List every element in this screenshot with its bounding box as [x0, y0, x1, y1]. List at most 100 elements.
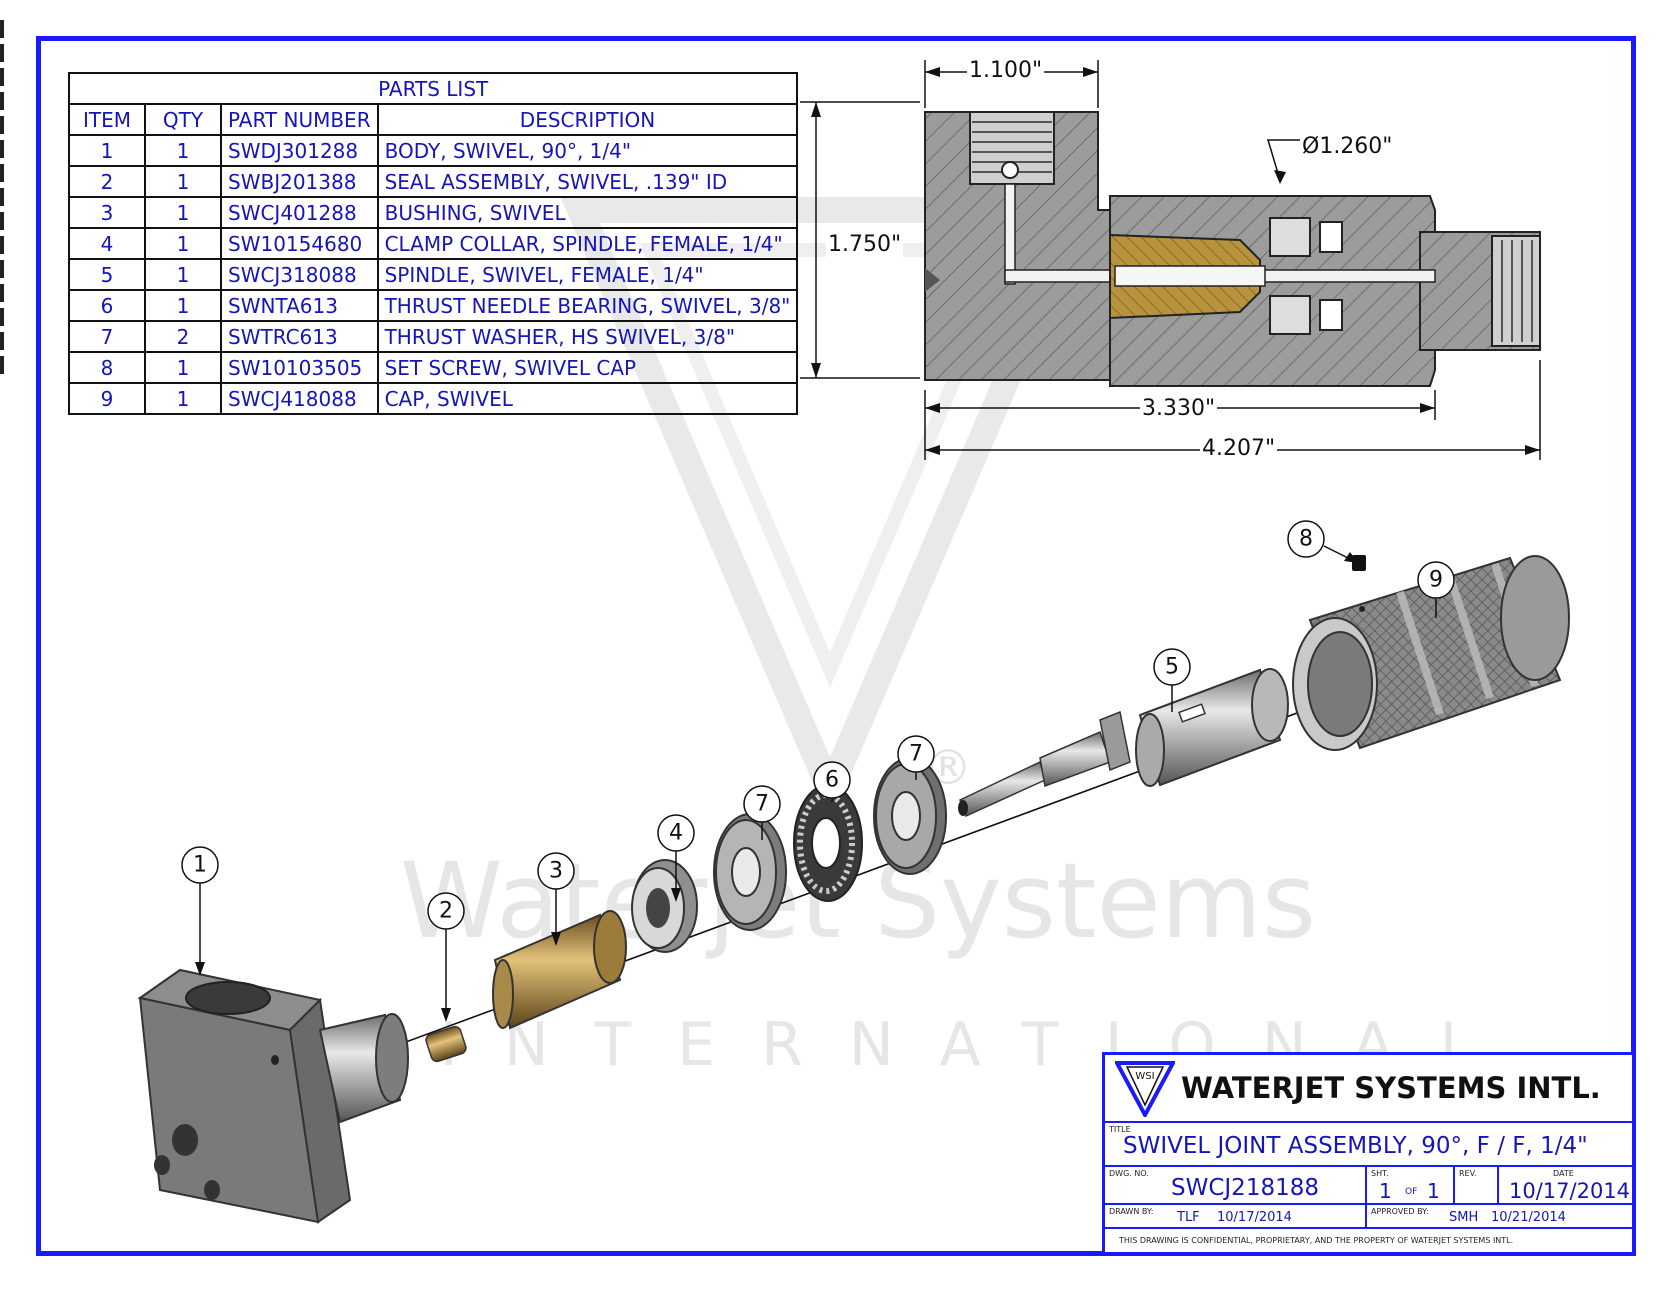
sheet-cell: SHT. 1 OF 1: [1367, 1167, 1455, 1205]
drawing-number: SWCJ218188: [1171, 1175, 1319, 1201]
description-cell: SEAL ASSEMBLY, SWIVEL, .139" ID: [376, 165, 799, 198]
part-number-cell: SW10103505: [220, 351, 379, 384]
drawing-border: [36, 36, 1636, 1256]
description-cell: THRUST NEEDLE BEARING, SWIVEL, 3/8": [376, 289, 799, 322]
item-cell: 5: [68, 258, 146, 291]
rev-cell: REV.: [1455, 1167, 1499, 1205]
part-needle-bearing: [793, 784, 863, 902]
dim-diameter: Ø1.260": [1300, 134, 1395, 159]
description-cell: BODY, SWIVEL, 90°, 1/4": [376, 134, 799, 167]
header-description: DESCRIPTION: [376, 103, 799, 136]
part-number-cell: SW10154680: [220, 227, 379, 260]
drawn-date: 10/17/2014: [1217, 1210, 1292, 1225]
item-cell: 1: [68, 134, 146, 167]
date-label: DATE: [1553, 1169, 1574, 1178]
item-cell: 4: [68, 227, 146, 260]
balloon-7a: 7: [755, 792, 769, 817]
section-view: [800, 60, 1541, 460]
part-thrust-washer-a: [713, 813, 787, 931]
approved-by: SMH: [1449, 1210, 1479, 1225]
qty-cell: 2: [144, 320, 222, 353]
description-cell: SPINDLE, SWIVEL, FEMALE, 1/4": [376, 258, 799, 291]
exploded-view: 1 2 3 4 7 6 7 5 8 9: [137, 520, 1570, 1224]
balloon-5: 5: [1165, 655, 1179, 680]
title-block: WSI WATERJET SYSTEMS INTL. TITLE SWIVEL …: [1102, 1052, 1635, 1255]
approved-by-label: APPROVED BY:: [1371, 1207, 1429, 1216]
balloon-7b: 7: [909, 742, 923, 767]
dim-body-length: 3.330": [1140, 396, 1218, 421]
drawing-date: 10/17/2014: [1509, 1179, 1631, 1203]
balloon-4: 4: [669, 821, 683, 846]
dwg-label: DWG. NO.: [1109, 1169, 1149, 1178]
item-cell: 2: [68, 165, 146, 198]
part-number-cell: SWNTA613: [220, 289, 379, 322]
qty-cell: 1: [144, 258, 222, 291]
part-number-cell: SWCJ401288: [220, 196, 379, 229]
parts-list-table: PARTS LIST ITEM QTY PART NUMBER DESCRIPT…: [67, 72, 799, 415]
title-label: TITLE: [1109, 1125, 1131, 1134]
description-cell: BUSHING, SWIVEL: [376, 196, 799, 229]
parts-list-title: PARTS LIST: [67, 72, 799, 105]
title-row: TITLE SWIVEL JOINT ASSEMBLY, 90°, F / F,…: [1105, 1123, 1632, 1167]
part-body: [137, 968, 409, 1224]
qty-cell: 1: [144, 382, 222, 415]
drawn-by-label: DRAWN BY:: [1109, 1207, 1154, 1216]
part-number-cell: SWTRC613: [220, 320, 379, 353]
approved-date: 10/21/2014: [1491, 1210, 1566, 1225]
dim-height: 1.750": [826, 232, 904, 257]
sheet-number: 1: [1379, 1179, 1392, 1203]
dim-top-width: 1.100": [967, 58, 1045, 83]
dwg-cell: DWG. NO. SWCJ218188: [1105, 1167, 1367, 1205]
sheet-edge-marks: [0, 20, 4, 380]
part-number-cell: SWCJ318088: [220, 258, 379, 291]
drawn-by: TLF: [1177, 1210, 1200, 1225]
description-cell: CAP, SWIVEL: [376, 382, 799, 415]
part-clamp-collar: [631, 859, 698, 953]
company-name: WATERJET SYSTEMS INTL.: [1181, 1071, 1601, 1105]
part-cap: [1292, 555, 1570, 751]
qty-cell: 1: [144, 134, 222, 167]
qty-cell: 1: [144, 289, 222, 322]
date-cell: DATE 10/17/2014: [1499, 1167, 1632, 1205]
approved-by-cell: APPROVED BY: SMH 10/21/2014: [1367, 1205, 1632, 1229]
item-cell: 3: [68, 196, 146, 229]
description-cell: CLAMP COLLAR, SPINDLE, FEMALE, 1/4": [376, 227, 799, 260]
part-number-cell: SWDJ301288: [220, 134, 379, 167]
description-cell: SET SCREW, SWIVEL CAP: [376, 351, 799, 384]
qty-cell: 1: [144, 351, 222, 384]
confidential-row: THIS DRAWING IS CONFIDENTIAL, PROPRIETAR…: [1105, 1231, 1632, 1253]
item-cell: 8: [68, 351, 146, 384]
item-cell: 7: [68, 320, 146, 353]
part-set-screw: [1352, 555, 1366, 571]
balloon-1: 1: [193, 853, 207, 878]
rev-label: REV.: [1459, 1169, 1477, 1178]
balloon-8: 8: [1299, 527, 1313, 552]
logo-letters: WSI: [1135, 1071, 1154, 1082]
sheet-label: SHT.: [1371, 1169, 1389, 1178]
header-qty: QTY: [144, 103, 222, 136]
sheet-of-label: OF: [1405, 1187, 1418, 1197]
confidential-notice: THIS DRAWING IS CONFIDENTIAL, PROPRIETAR…: [1119, 1236, 1514, 1245]
part-bushing: [492, 910, 627, 1030]
drawn-by-cell: DRAWN BY: TLF 10/17/2014: [1105, 1205, 1367, 1229]
item-cell: 9: [68, 382, 146, 415]
company-row: WSI WATERJET SYSTEMS INTL.: [1105, 1055, 1632, 1123]
qty-cell: 1: [144, 196, 222, 229]
part-seal-assembly: [425, 1025, 467, 1063]
part-spindle: [958, 668, 1289, 818]
sheet-total: 1: [1427, 1179, 1440, 1203]
qty-cell: 1: [144, 227, 222, 260]
part-thrust-washer-b: [873, 757, 947, 875]
balloon-6: 6: [825, 768, 839, 793]
header-item: ITEM: [68, 103, 146, 136]
part-number-cell: SWCJ418088: [220, 382, 379, 415]
